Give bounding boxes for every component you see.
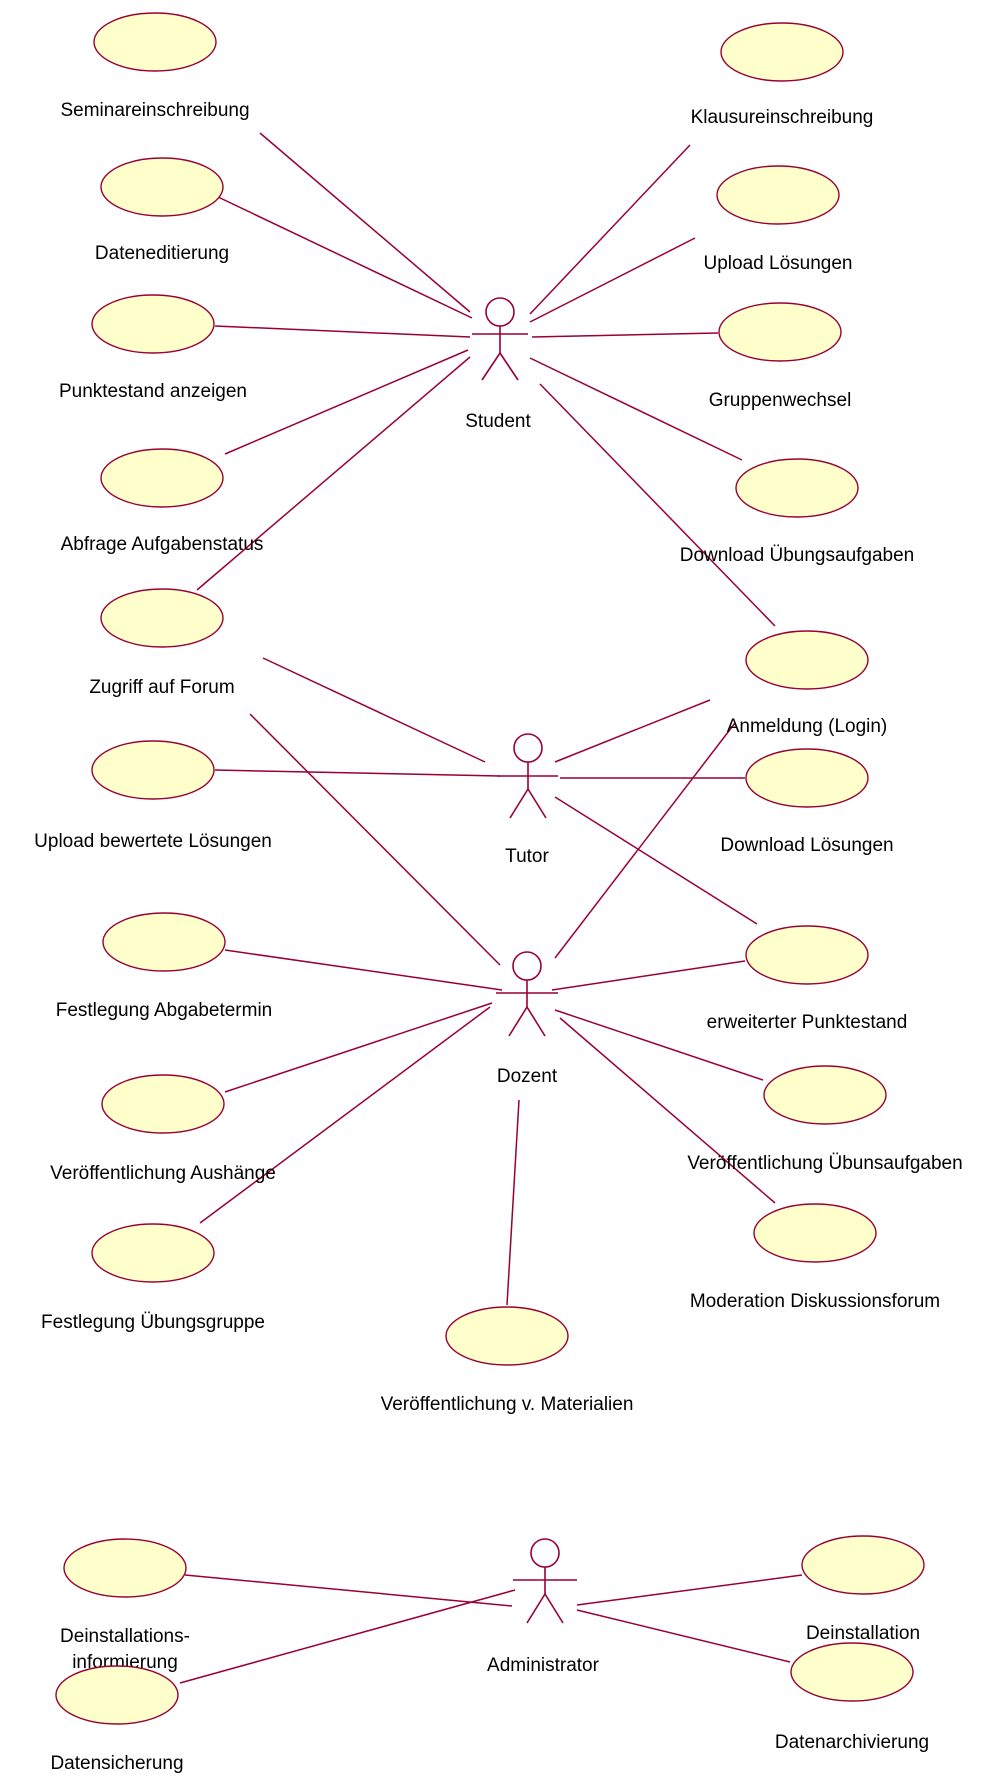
associations xyxy=(179,132,803,1684)
assoc-dozent-uebungsaufgaben xyxy=(554,1009,764,1081)
assoc-dozent-erweiterter-punktestand xyxy=(551,960,746,991)
svg-text:Klausureinschreibung: Klausureinschreibung xyxy=(691,107,874,128)
assoc-dozent-aushaenge xyxy=(224,1002,493,1093)
assoc-student-dateneditierung xyxy=(215,195,473,319)
svg-text:Veröffentlichung v. Materialie: Veröffentlichung v. Materialien xyxy=(381,1394,634,1415)
actor-dozent: Dozent xyxy=(496,951,558,1087)
usecase-erweiterter-punktestand: erweiterter Punktestand xyxy=(707,925,908,1033)
usecase-dateneditierung: Dateneditierung xyxy=(95,157,229,264)
assoc-dozent-festlegung-abgabetermin xyxy=(224,949,503,991)
svg-text:Gruppenwechsel: Gruppenwechsel xyxy=(709,390,852,411)
usecase-gruppenwechsel: Gruppenwechsel xyxy=(709,302,852,411)
assoc-tutor-erweiterter-punktestand xyxy=(554,796,758,925)
svg-text:Upload Lösungen: Upload Lösungen xyxy=(704,253,853,274)
usecase-zugriff-auf-forum: Zugriff auf Forum xyxy=(89,588,235,698)
usecase-upload-bewertete-loesungen: Upload bewertete Lösungen xyxy=(34,740,272,852)
actor-student: Student xyxy=(465,297,531,432)
svg-text:Dateneditierung: Dateneditierung xyxy=(95,243,229,264)
actor-label-dozent: Dozent xyxy=(497,1066,558,1087)
assoc-student-upload-loesungen xyxy=(529,237,696,323)
assoc-student-seminareinschreibung xyxy=(259,132,471,313)
svg-text:Veröffentlichung Aushänge: Veröffentlichung Aushänge xyxy=(50,1163,276,1184)
assoc-student-abfrage xyxy=(224,349,469,455)
assoc-tutor-zugriff-forum xyxy=(262,657,486,763)
usecase-anmeldung-login: Anmeldung (Login) xyxy=(727,630,888,737)
svg-text:Datensicherung: Datensicherung xyxy=(50,1753,183,1774)
usecase-download-loesungen: Download Lösungen xyxy=(720,748,894,856)
svg-text:Moderation Diskussionsforum: Moderation Diskussionsforum xyxy=(690,1291,940,1312)
usecase-festlegung-abgabetermin: Festlegung Abgabetermin xyxy=(56,912,273,1021)
usecase-seminareinschreibung: Seminareinschreibung xyxy=(60,12,250,121)
svg-text:Veröffentlichung Übunsaufgaben: Veröffentlichung Übunsaufgaben xyxy=(687,1153,962,1174)
usecase-download-uebungsaufgaben: Download Übungsaufgaben xyxy=(680,458,915,566)
usecase-punktestand-anzeigen: Punktestand anzeigen xyxy=(59,294,247,402)
svg-text:Anmeldung (Login): Anmeldung (Login) xyxy=(727,716,888,737)
svg-text:Punktestand anzeigen: Punktestand anzeigen xyxy=(59,381,247,402)
usecase-datensicherung: Datensicherung xyxy=(50,1665,184,1774)
assoc-student-anmeldung xyxy=(539,383,776,627)
usecase-veroeffentlichung-aushaenge: Veröffentlichung Aushänge xyxy=(50,1074,276,1184)
actor-administrator: Administrator xyxy=(487,1538,600,1676)
usecase-deinstallationsinformierung: Deinstallations- informierung xyxy=(60,1538,190,1673)
usecase-abfrage-aufgabenstatus: Abfrage Aufgabenstatus xyxy=(61,448,264,555)
assoc-admin-deinstallationsinformierung xyxy=(184,1574,513,1607)
usecase-klausureinschreibung: Klausureinschreibung xyxy=(691,22,874,128)
assoc-tutor-upload-bewertete xyxy=(214,769,501,777)
svg-text:Festlegung Abgabetermin: Festlegung Abgabetermin xyxy=(56,1000,273,1021)
assoc-dozent-zugriff-forum xyxy=(249,713,501,966)
actor-label-tutor: Tutor xyxy=(505,846,549,867)
usecase-veroeffentlichung-uebungsaufgaben: Veröffentlichung Übunsaufgaben xyxy=(687,1065,963,1174)
svg-text:erweiterter Punktestand: erweiterter Punktestand xyxy=(707,1012,908,1033)
assoc-student-zugriff-forum xyxy=(196,356,471,591)
usecase-moderation-diskussionsforum: Moderation Diskussionsforum xyxy=(690,1203,940,1312)
use-cases: Seminareinschreibung Klausureinschreibun… xyxy=(34,12,963,1774)
svg-text:Abfrage Aufgabenstatus: Abfrage Aufgabenstatus xyxy=(61,534,264,555)
assoc-dozent-materialien xyxy=(506,1099,520,1306)
svg-text:Upload bewertete Lösungen: Upload bewertete Lösungen xyxy=(34,831,272,852)
usecase-datenarchivierung: Datenarchivierung xyxy=(775,1642,929,1753)
svg-text:Zugriff auf Forum: Zugriff auf Forum xyxy=(89,677,234,698)
usecase-veroeffentlichung-materialien: Veröffentlichung v. Materialien xyxy=(381,1306,634,1415)
assoc-student-download-uebungsaufgaben xyxy=(529,357,743,461)
assoc-student-gruppenwechsel xyxy=(531,332,719,338)
actor-label-administrator: Administrator xyxy=(487,1655,600,1676)
assoc-dozent-moderation xyxy=(559,1017,776,1204)
actor-label-student: Student xyxy=(465,411,531,432)
assoc-dozent-uebungsgruppe xyxy=(199,1006,491,1224)
assoc-tutor-anmeldung xyxy=(554,699,711,763)
assoc-admin-datenarchivierung xyxy=(576,1609,791,1663)
assoc-admin-deinstallation xyxy=(576,1574,803,1606)
svg-text:Download Übungsaufgaben: Download Übungsaufgaben xyxy=(680,545,915,566)
assoc-student-punktestand xyxy=(214,325,471,338)
usecase-deinstallation: Deinstallation xyxy=(801,1535,925,1644)
actor-tutor: Tutor xyxy=(498,733,558,867)
svg-text:Download Lösungen: Download Lösungen xyxy=(720,835,893,856)
assoc-admin-datensicherung xyxy=(179,1589,516,1684)
usecase-festlegung-uebungsgruppe: Festlegung Übungsgruppe xyxy=(41,1223,265,1333)
assoc-student-klausureinschreibung xyxy=(529,144,691,315)
svg-text:Seminareinschreibung: Seminareinschreibung xyxy=(60,100,249,121)
svg-text:Festlegung Übungsgruppe: Festlegung Übungsgruppe xyxy=(41,1312,265,1333)
svg-text:Deinstallation: Deinstallation xyxy=(806,1623,920,1644)
svg-text:Datenarchivierung: Datenarchivierung xyxy=(775,1732,929,1753)
svg-text:Deinstallations-: Deinstallations- xyxy=(60,1626,190,1647)
usecase-upload-loesungen: Upload Lösungen xyxy=(704,165,853,274)
assoc-dozent-anmeldung xyxy=(554,722,736,959)
